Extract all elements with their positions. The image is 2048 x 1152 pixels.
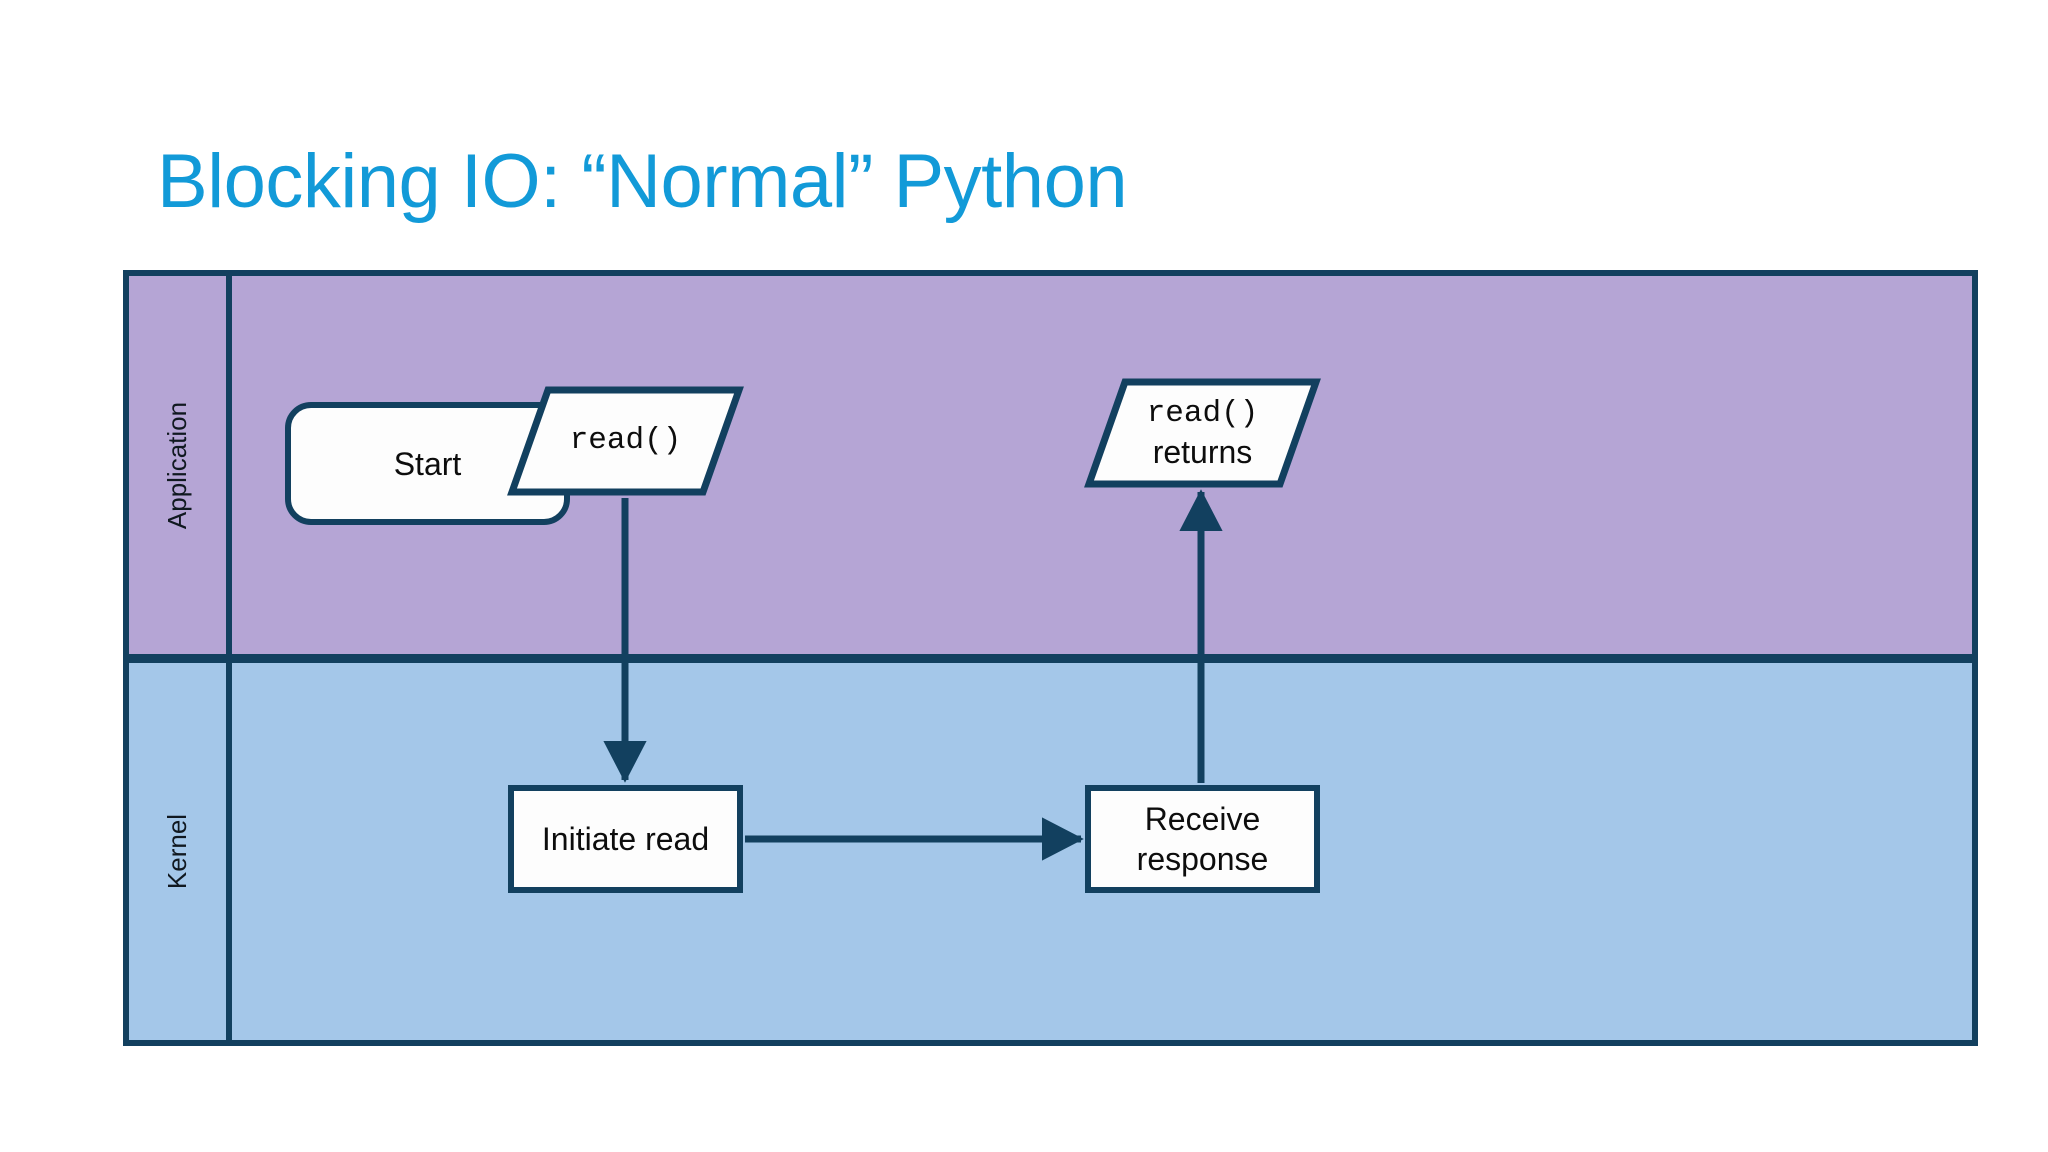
node-receive-response-label-line1: Receive xyxy=(1144,801,1261,837)
node-receive-response[interactable]: Receive response xyxy=(1085,785,1320,893)
node-read-returns[interactable]: read() returns xyxy=(1084,378,1321,488)
parallelogram-shape xyxy=(1084,378,1321,488)
swimlane-label-cell-application: Application xyxy=(129,276,232,654)
parallelogram-shape xyxy=(507,386,744,496)
node-read-call[interactable]: read() xyxy=(507,386,744,496)
node-receive-response-text: Receive response xyxy=(1137,799,1269,879)
node-receive-response-label-line2: response xyxy=(1136,841,1269,877)
swimlane-diagram: Application Kernel xyxy=(123,270,1978,1046)
node-initiate-read[interactable]: Initiate read xyxy=(508,785,743,893)
swimlane-label-cell-kernel: Kernel xyxy=(129,663,232,1040)
node-start-label: Start xyxy=(393,445,462,482)
connector-layer xyxy=(570,441,1223,861)
page-title: Blocking IO: “Normal” Python xyxy=(157,139,1128,224)
node-initiate-read-label: Initiate read xyxy=(541,821,710,857)
